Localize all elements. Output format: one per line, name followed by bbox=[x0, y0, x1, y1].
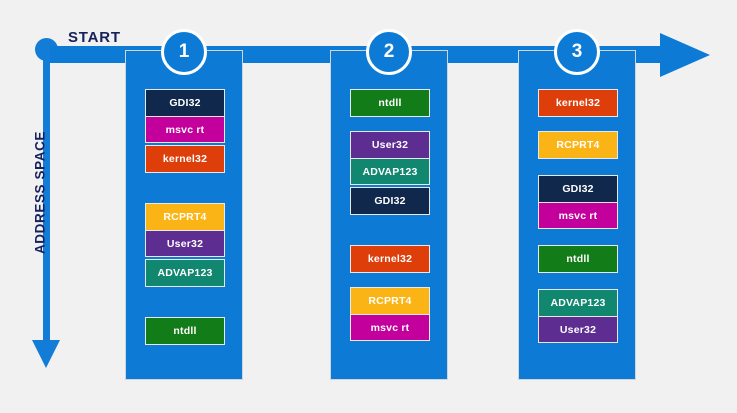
module-group: ntdll bbox=[350, 89, 430, 117]
module-group: kernel32 bbox=[145, 145, 225, 173]
module-box-gdi32[interactable]: GDI32 bbox=[146, 90, 224, 116]
module-group: kernel32 bbox=[538, 89, 618, 117]
phase-number-badge-2: 2 bbox=[366, 29, 412, 75]
module-box-user32[interactable]: User32 bbox=[146, 230, 224, 256]
module-box-gdi32[interactable]: GDI32 bbox=[351, 188, 429, 214]
module-group: ntdll bbox=[145, 317, 225, 345]
module-box-kernel32[interactable]: kernel32 bbox=[539, 90, 617, 116]
module-box-msvc-rt[interactable]: msvc rt bbox=[351, 314, 429, 340]
start-label: START bbox=[68, 29, 121, 46]
module-box-ntdll[interactable]: ntdll bbox=[539, 246, 617, 272]
module-box-user32[interactable]: User32 bbox=[539, 316, 617, 342]
module-box-msvc-rt[interactable]: msvc rt bbox=[539, 202, 617, 228]
module-group: kernel32 bbox=[350, 245, 430, 273]
module-box-ntdll[interactable]: ntdll bbox=[351, 90, 429, 116]
module-box-gdi32[interactable]: GDI32 bbox=[539, 176, 617, 202]
module-group: ADVAP123 bbox=[145, 259, 225, 287]
module-box-user32[interactable]: User32 bbox=[351, 132, 429, 158]
phase-number-badge-3: 3 bbox=[554, 29, 600, 75]
module-box-rcprt4[interactable]: RCPRT4 bbox=[539, 132, 617, 158]
module-box-kernel32[interactable]: kernel32 bbox=[146, 146, 224, 172]
module-box-ntdll[interactable]: ntdll bbox=[146, 318, 224, 344]
module-box-rcprt4[interactable]: RCPRT4 bbox=[146, 204, 224, 230]
module-group: RCPRT4 bbox=[538, 131, 618, 159]
module-box-rcprt4[interactable]: RCPRT4 bbox=[351, 288, 429, 314]
module-group: GDI32 bbox=[350, 187, 430, 215]
module-box-advap123[interactable]: ADVAP123 bbox=[539, 290, 617, 316]
module-box-msvc-rt[interactable]: msvc rt bbox=[146, 116, 224, 142]
address-space-label: ADDRESS SPACE bbox=[32, 130, 48, 255]
module-box-advap123[interactable]: ADVAP123 bbox=[351, 158, 429, 184]
timeline-arrow-icon bbox=[660, 33, 710, 77]
address-space-arrow-icon bbox=[32, 340, 60, 368]
address-space-axis-line bbox=[43, 46, 50, 346]
module-group: ntdll bbox=[538, 245, 618, 273]
module-box-advap123[interactable]: ADVAP123 bbox=[146, 260, 224, 286]
phase-number-badge-1: 1 bbox=[161, 29, 207, 75]
module-box-kernel32[interactable]: kernel32 bbox=[351, 246, 429, 272]
